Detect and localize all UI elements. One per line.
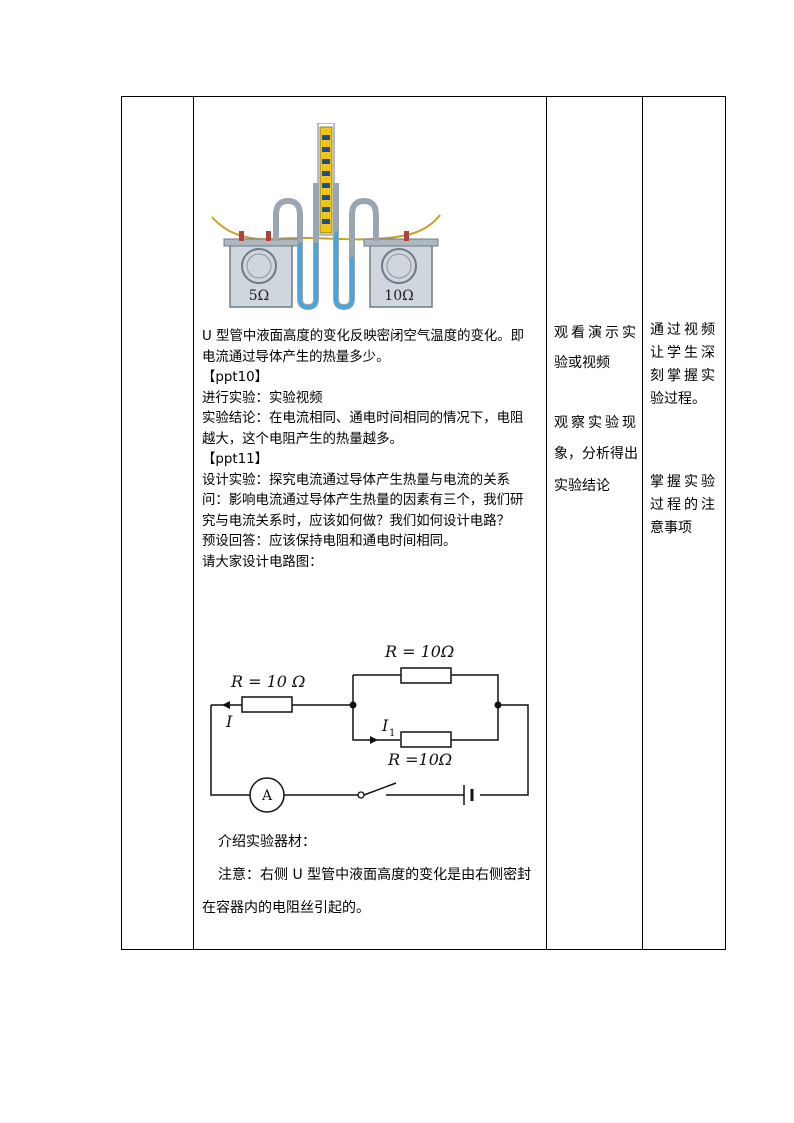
- left-resistance-label: 5Ω: [249, 288, 270, 304]
- content-line: U 型管中液面高度的变化反映密闭空气温度的变化。即: [202, 329, 525, 344]
- teaching-content: U 型管中液面高度的变化反映密闭空气温度的变化。即 电流通过导体产生的热量多少。…: [202, 327, 542, 573]
- note-line: 注意：右侧 U 型管中液面高度的变化是由右侧密封: [218, 867, 532, 883]
- intent-line: 过程的注: [650, 497, 718, 513]
- intent-line: 验过程。: [650, 391, 706, 407]
- column-divider: [546, 97, 547, 949]
- ammeter-label: A: [261, 788, 273, 804]
- right-resistance-label: 10Ω: [384, 288, 413, 304]
- student-activity-column: 观看演示实 验或视频 观察实验现 象，分析得出 实验结论: [554, 323, 642, 496]
- intent-line: 通过视频: [650, 322, 718, 338]
- current-label: I: [225, 712, 233, 731]
- top-resistor-label: R = 10Ω: [384, 642, 454, 661]
- content-line: 预设回答：应该保持电阻和通电时间相同。: [202, 534, 457, 549]
- content-line: 越大，这个电阻产生的热量越多。: [202, 431, 403, 447]
- content-line: 【ppt10】: [202, 370, 269, 385]
- content-line: 实验结论：在电流相同、通电时间相同的情况下，电阻: [202, 411, 524, 426]
- joule-apparatus-figure: 5Ω 10Ω: [211, 123, 441, 311]
- student-line: 实验结论: [554, 478, 610, 494]
- content-line: 问：影响电流通过导体产生热量的因素有三个，我们研: [202, 493, 524, 508]
- lesson-table: 5Ω 10Ω: [121, 96, 726, 950]
- bottom-resistor-label: R =10Ω: [387, 750, 452, 769]
- content-line: 进行实验：实验视频: [202, 390, 323, 406]
- branch-current-subscript: 1: [389, 728, 395, 739]
- content-line: 请大家设计电路图：: [202, 554, 323, 570]
- branch-current-label: I: [381, 716, 389, 735]
- student-line: 象，分析得出: [554, 446, 638, 462]
- student-line: 观看演示实: [554, 325, 639, 341]
- note-line: 在容器内的电阻丝引起的。: [202, 900, 370, 916]
- design-intent-column: 通过视频 让学生深 刻掌握实 验过程。 掌握实验 过程的注 意事项: [650, 319, 724, 540]
- main-resistor-label: R = 10 Ω: [230, 672, 305, 691]
- content-line: 【ppt11】: [202, 452, 269, 467]
- student-line: 验或视频: [554, 355, 610, 371]
- intent-line: 让学生深: [650, 345, 718, 361]
- content-line: 电流通过导体产生的热量多少。: [202, 349, 390, 365]
- intent-line: 刻掌握实: [650, 368, 718, 384]
- circuit-diagram: A R = 10 Ω R = 10Ω R =10Ω I I 1: [210, 642, 529, 813]
- column-divider: [642, 97, 643, 949]
- intent-line: 意事项: [650, 520, 692, 536]
- column-divider: [193, 97, 194, 949]
- intent-line: 掌握实验: [650, 474, 718, 490]
- intro-text: 介绍实验器材：: [218, 834, 316, 850]
- content-line: 究与电流关系时，应该如何做？我们如何设计电路？: [202, 513, 510, 529]
- content-line: 设计实验：探究电流通过导体产生热量与电流的关系: [202, 472, 510, 488]
- student-line: 观察实验现: [554, 415, 639, 431]
